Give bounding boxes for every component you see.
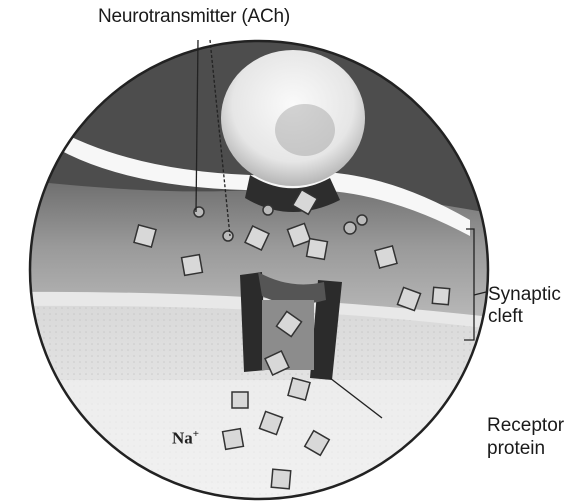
- sodium-ion-symbol: Na: [172, 429, 193, 448]
- neurotransmitter-label: Neurotransmitter (ACh): [98, 6, 290, 28]
- synaptic-cleft-label-line1: Synaptic: [488, 284, 561, 306]
- synaptic-cleft-label: Synaptic cleft: [488, 284, 561, 328]
- sodium-ion-label: Na+: [172, 428, 199, 449]
- synaptic-cleft-label-line2: cleft: [488, 306, 561, 328]
- receptor-protein-label: Receptor protein: [487, 414, 564, 460]
- sodium-ion-charge: +: [193, 428, 199, 440]
- magnified-view: [20, 30, 500, 503]
- receptor-protein-label-line2: protein: [487, 437, 564, 460]
- receptor-protein-label-line1: Receptor: [487, 414, 564, 437]
